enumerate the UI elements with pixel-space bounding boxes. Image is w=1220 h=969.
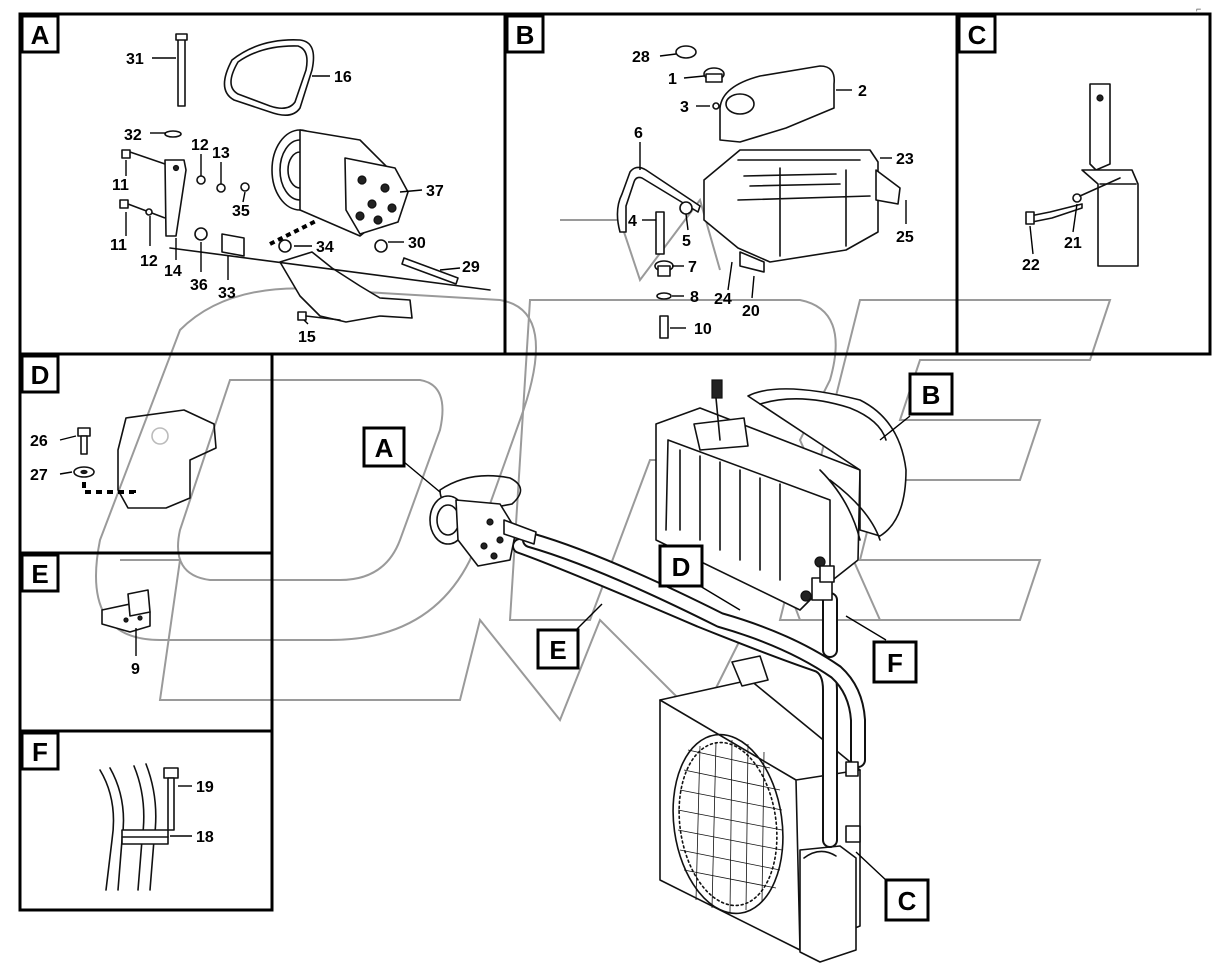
main-compressor [429, 474, 537, 567]
drive-belt [223, 39, 315, 116]
label-29: 29 [462, 259, 480, 276]
label-21: 21 [1064, 235, 1082, 252]
label-23: 23 [896, 151, 914, 168]
air-duct [719, 65, 836, 143]
label-12a: 12 [191, 137, 209, 154]
panel-f-frame [18, 729, 274, 912]
panel-e-tag: E [20, 553, 60, 593]
label-11b: 11 [110, 237, 127, 254]
main-heater-box [655, 379, 907, 611]
receiver-drier [799, 845, 857, 963]
panel-a-tag: A [20, 14, 60, 54]
callout-b: B [908, 372, 954, 416]
drier-bracket [1089, 83, 1111, 171]
panel-d-tag: D [20, 354, 60, 394]
panel-d-leaders [59, 435, 77, 475]
svg-text:E: E [549, 635, 566, 665]
label-19: 19 [196, 779, 214, 796]
tension-bracket [164, 159, 187, 237]
label-20: 20 [742, 303, 760, 320]
part-labels: 31 16 32 12 13 11 37 35 11 12 14 34 30 3… [30, 49, 1082, 846]
panel-f-drawing [99, 763, 179, 891]
label-33: 33 [218, 285, 236, 302]
label-4: 4 [628, 213, 637, 230]
label-3: 3 [680, 99, 689, 116]
panel-b-leaders [639, 53, 907, 329]
panel-a-leaders [125, 57, 461, 325]
label-24: 24 [714, 291, 732, 308]
label-30: 30 [408, 235, 426, 252]
label-34: 34 [316, 239, 334, 256]
label-13: 13 [212, 145, 230, 162]
label-27: 27 [30, 467, 48, 484]
label-28: 28 [632, 49, 650, 66]
panel-d-drawing [73, 409, 217, 509]
label-12b: 12 [140, 253, 158, 270]
panel-b-tag: B [505, 14, 545, 54]
svg-text:A: A [375, 433, 394, 463]
label-10: 10 [694, 321, 712, 338]
callout-a: A [362, 426, 406, 468]
callout-e: E [536, 628, 580, 670]
filler-cap [675, 45, 697, 59]
label-36: 36 [190, 277, 208, 294]
svg-text:A: A [31, 20, 50, 50]
label-1: 1 [668, 71, 677, 88]
label-16: 16 [334, 69, 352, 86]
label-6: 6 [634, 125, 643, 142]
panel-e-drawing [101, 589, 151, 633]
label-5: 5 [682, 233, 691, 250]
panel-c-frame [955, 12, 1212, 356]
label-11a: 11 [112, 177, 129, 194]
svg-text:D: D [31, 360, 50, 390]
callout-c: C [884, 878, 930, 922]
svg-text:F: F [32, 737, 48, 767]
svg-text:C: C [968, 20, 987, 50]
svg-text:C: C [898, 886, 917, 916]
panel-f-tag: F [20, 731, 60, 771]
long-bolt [177, 37, 186, 107]
callout-d: D [658, 544, 704, 588]
label-14: 14 [164, 263, 182, 280]
label-25: 25 [896, 229, 914, 246]
panel-f-leaders [170, 785, 192, 837]
label-2: 2 [858, 83, 867, 100]
label-15: 15 [298, 329, 316, 346]
label-37: 37 [426, 183, 444, 200]
panel-a-drawing [119, 33, 491, 323]
svg-text:E: E [31, 559, 48, 589]
label-32: 32 [124, 127, 142, 144]
label-22: 22 [1022, 257, 1040, 274]
label-31: 31 [126, 51, 144, 68]
panel-c-leaders [1029, 203, 1078, 255]
panel-c-drawing [1025, 83, 1139, 267]
bolt-26 [77, 427, 91, 437]
label-35: 35 [232, 203, 250, 220]
svg-text:B: B [922, 380, 941, 410]
ac-compressor [271, 129, 409, 237]
panel-c-tag: C [957, 14, 997, 54]
corner-mark: ⌐ [1196, 4, 1201, 14]
label-7: 7 [688, 259, 697, 276]
callout-f: F [872, 640, 918, 684]
panel-b-drawing [616, 45, 901, 339]
svg-text:B: B [516, 20, 535, 50]
heater-unit [703, 149, 901, 273]
main-assembly [429, 379, 907, 963]
svg-text:F: F [887, 648, 903, 678]
svg-text:D: D [672, 552, 691, 582]
label-8: 8 [690, 289, 699, 306]
clamp-bolt [163, 767, 179, 779]
label-18: 18 [196, 829, 214, 846]
label-9: 9 [131, 661, 140, 678]
label-26: 26 [30, 433, 48, 450]
